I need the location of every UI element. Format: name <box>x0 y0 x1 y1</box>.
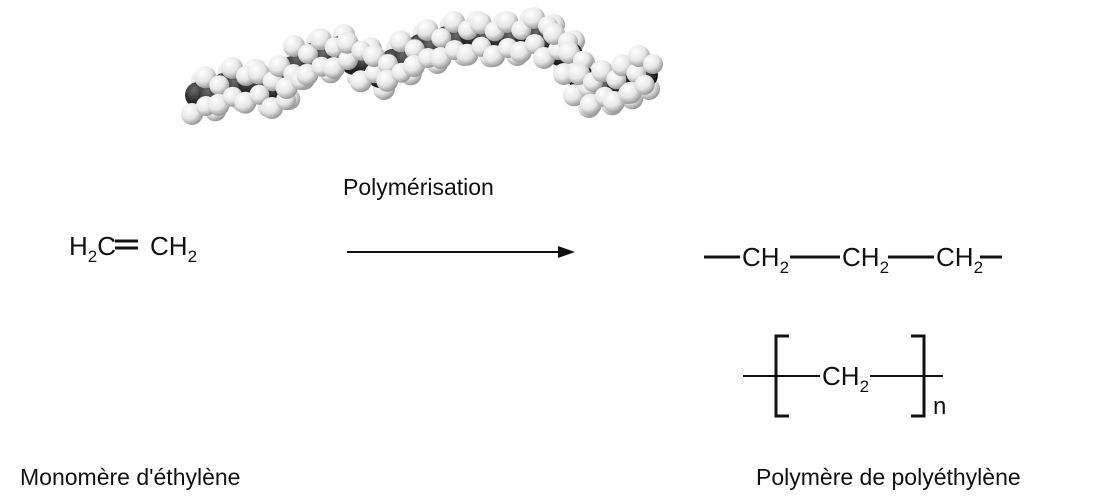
hydrogen-atom <box>298 44 318 64</box>
repeat-unit-formula: CH2 <box>822 361 869 395</box>
chain-unit-3-group: CH <box>936 242 974 272</box>
monomer-left-carbon: C <box>97 231 117 261</box>
chain-unit-2-group: CH <box>842 242 880 272</box>
reaction-arrow-head <box>558 246 575 258</box>
chain-unit-1-subscript: 2 <box>779 258 790 277</box>
hydrogen-atom <box>249 84 270 105</box>
polymerization-label: Polymérisation <box>343 174 494 200</box>
hydrogen-atom <box>209 75 230 96</box>
hydrogen-atom <box>431 28 452 48</box>
repeat-unit-subscript: 2 <box>859 377 870 396</box>
chain-unit-1-group: CH <box>742 242 780 272</box>
monomer-left-subscript: 2 <box>87 247 98 266</box>
chain-unit-2-subscript: 2 <box>879 258 890 277</box>
chain-unit-3: CH2 <box>936 242 983 276</box>
polymer-caption: Polymère de polyéthylène <box>756 464 1021 490</box>
right-bracket <box>911 334 926 418</box>
chain-unit-2: CH2 <box>842 242 889 276</box>
left-bracket <box>774 334 789 418</box>
monomer-right-group: CH <box>150 231 188 261</box>
repeat-unit-group: CH <box>822 361 860 391</box>
chain-unit-1: CH2 <box>742 242 789 276</box>
monomer-hydrogen: H <box>69 231 88 261</box>
monomer-right-subscript: 2 <box>187 247 198 266</box>
monomer-caption: Monomère d'éthylène <box>20 464 241 490</box>
chain-unit-3-subscript: 2 <box>973 258 984 277</box>
hydrogen-atom <box>634 74 655 95</box>
repeat-index: n <box>933 393 947 420</box>
hydrogen-atom <box>643 54 663 74</box>
